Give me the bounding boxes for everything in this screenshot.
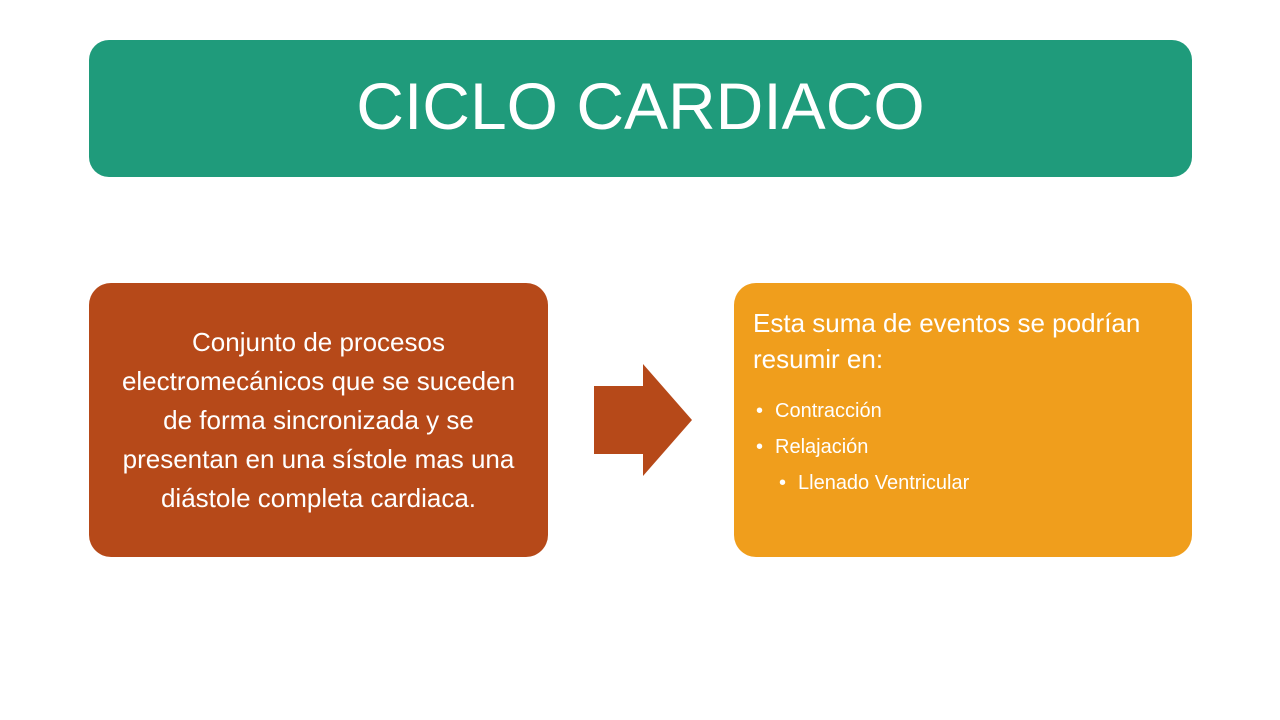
list-item-label: Relajación [775, 436, 869, 458]
list-subitem: • Llenado Ventricular [753, 465, 1172, 501]
list-item: • Contracción [753, 393, 1172, 429]
definition-text: Conjunto de procesos electromecánicos qu… [121, 326, 516, 513]
definition-box: Conjunto de procesos electromecánicos qu… [89, 283, 548, 557]
title-banner: CICLO CARDIACO [89, 40, 1192, 177]
summary-list: • Contracción • Relajación • Llenado Ven… [753, 393, 1172, 501]
bullet-icon: • [756, 436, 764, 458]
bullet-icon: • [756, 400, 764, 422]
bullet-icon: • [779, 472, 787, 494]
list-item-label: Llenado Ventricular [798, 472, 970, 494]
right-arrow-icon [594, 364, 692, 476]
list-item-label: Contracción [775, 400, 882, 422]
summary-heading: Esta suma de eventos se podrían resumir … [753, 308, 1141, 374]
summary-box: Esta suma de eventos se podrían resumir … [734, 283, 1192, 557]
list-item: • Relajación [753, 429, 1172, 465]
slide-title: CICLO CARDIACO [356, 68, 925, 143]
